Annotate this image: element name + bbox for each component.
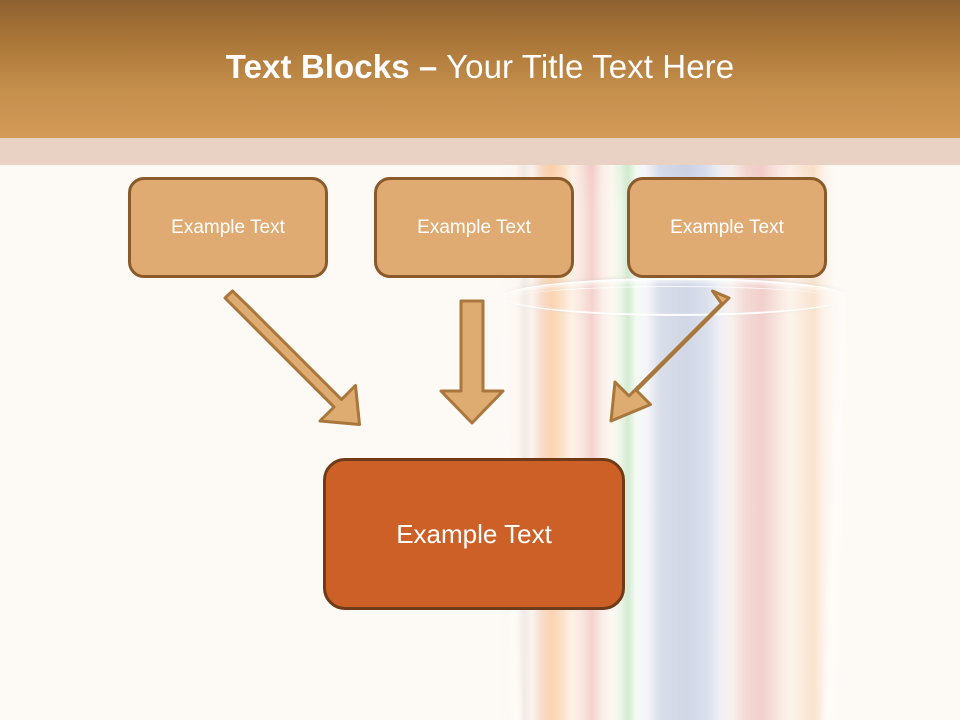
glass-rim-inner <box>508 286 840 313</box>
text-block-3-label: Example Text <box>670 216 784 238</box>
text-block-result-label: Example Text <box>396 518 552 549</box>
title-banner <box>0 0 960 138</box>
text-block-1[interactable]: Example Text <box>128 177 328 278</box>
title-accent-strip <box>0 138 960 165</box>
page-title: Text Blocks – Your Title Text Here <box>0 48 960 86</box>
page-title-regular: Your Title Text Here <box>437 48 735 85</box>
text-block-1-label: Example Text <box>171 216 285 238</box>
text-block-2-label: Example Text <box>417 216 531 238</box>
arrow-middle-vertical <box>439 299 505 425</box>
arrow-left-diagonal <box>223 289 361 426</box>
page-title-bold: Text Blocks – <box>225 48 438 85</box>
text-block-3[interactable]: Example Text <box>627 177 827 278</box>
text-block-2[interactable]: Example Text <box>374 177 574 278</box>
text-block-result[interactable]: Example Text <box>323 458 625 610</box>
